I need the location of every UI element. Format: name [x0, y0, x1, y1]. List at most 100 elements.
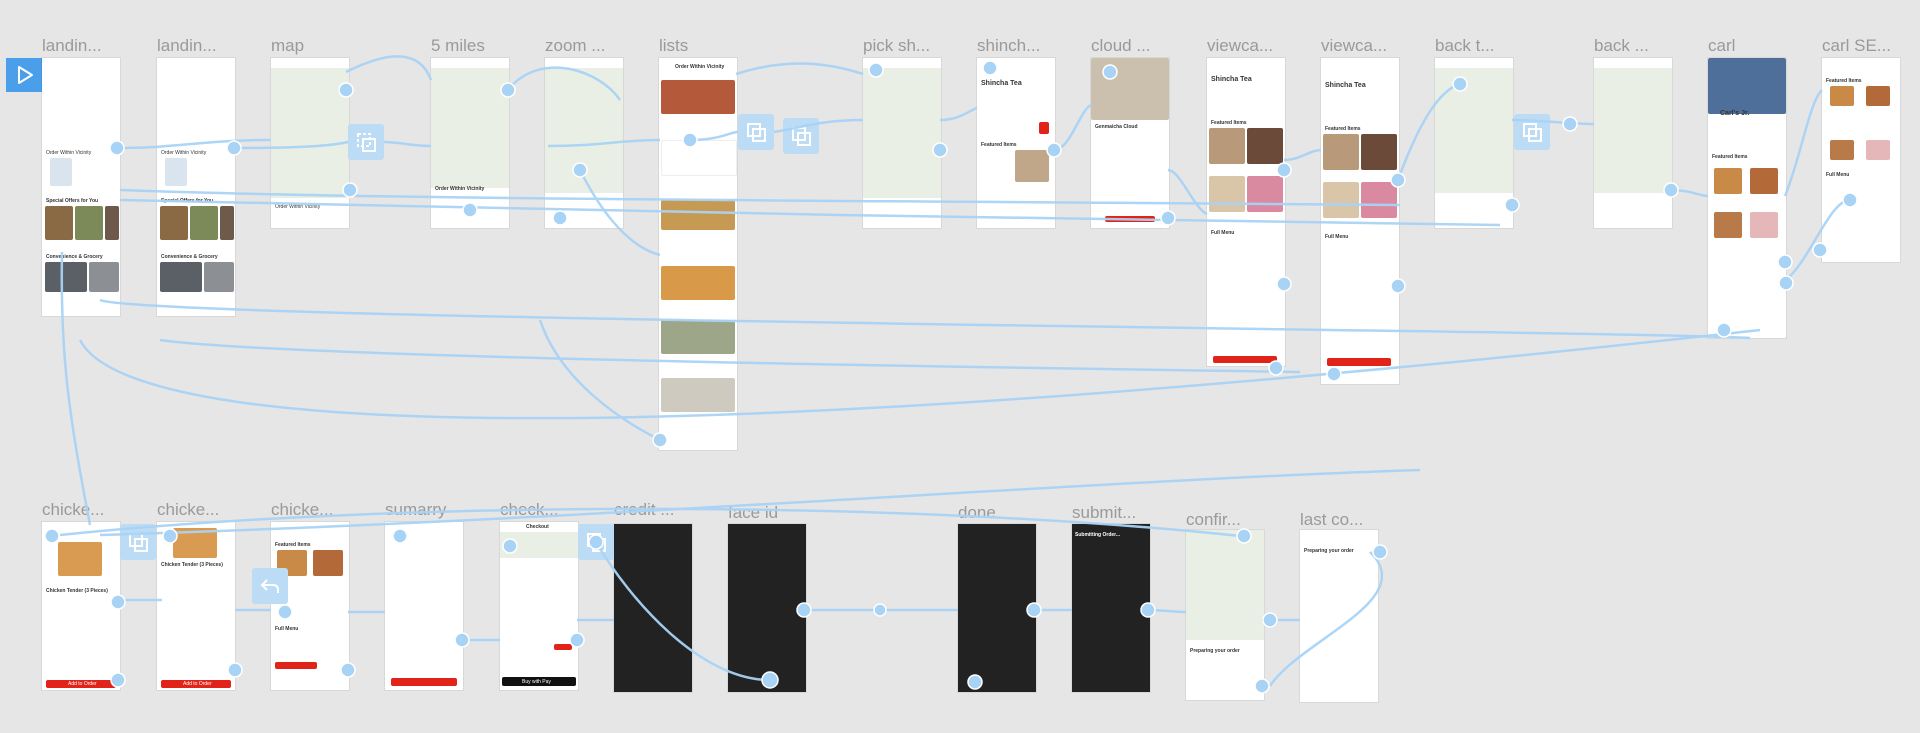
play-prototype-button[interactable]: [6, 58, 44, 92]
frame-title-pick-shincha[interactable]: pick sh...: [863, 36, 931, 55]
mini-food-photo: [173, 528, 217, 558]
frame-pick-shincha[interactable]: [863, 58, 941, 228]
frame-summary[interactable]: [385, 522, 463, 690]
copy-frame-node[interactable]: [120, 524, 156, 560]
mini-grocery-photo: [45, 262, 87, 292]
mini-preparing: Preparing your order: [1190, 648, 1240, 654]
frame-title-viewcart-2[interactable]: viewca...: [1321, 36, 1388, 55]
frame-lists[interactable]: Order Within Vicinity: [659, 58, 737, 450]
frame-title-chicken-1[interactable]: chicke...: [42, 500, 105, 519]
mini-featured: Featured Items: [275, 542, 311, 548]
frame-chicken-2[interactable]: Chicken Tender (3 Pieces) Add to Order: [157, 522, 235, 690]
mini-grocery-photo: [89, 262, 119, 292]
frame-carl-search[interactable]: Featured Items Full Menu: [1822, 58, 1900, 262]
frame-confirm[interactable]: Preparing your order: [1186, 530, 1264, 700]
mini-store-title: Carl's Jr.: [1720, 110, 1750, 117]
mini-food-photo: [58, 542, 102, 576]
mini-food-photo: [313, 550, 343, 576]
frame-title-chicken-3[interactable]: chicke...: [271, 500, 334, 519]
mini-food-photo: [1866, 86, 1890, 106]
frame-landing-2[interactable]: Order Within Vicinity Special Offers for…: [157, 58, 235, 316]
frame-title-chicken-2[interactable]: chicke...: [157, 500, 220, 519]
frame-carl[interactable]: Carl's Jr. Featured Items: [1708, 58, 1786, 338]
mini-map-area: [271, 68, 349, 198]
back-node[interactable]: [252, 568, 288, 604]
mini-featured: Featured Items: [1826, 78, 1862, 84]
frame-back-to-1[interactable]: [1435, 58, 1513, 228]
frame-title-landing-1[interactable]: landin...: [42, 36, 102, 55]
frame-title-submit[interactable]: submit...: [1072, 503, 1137, 522]
frame-zoom[interactable]: [545, 58, 623, 228]
frame-title-carl[interactable]: carl: [1708, 36, 1736, 55]
frame-viewcart-1[interactable]: Shincha Tea Featured Items Full Menu: [1207, 58, 1285, 366]
frame-title-back-to-2[interactable]: back ...: [1594, 36, 1649, 55]
frame-title-shincha[interactable]: shinch...: [977, 36, 1041, 55]
mini-buy-label: Buy with Pay: [522, 679, 551, 685]
frame-last-confirm[interactable]: Preparing your order: [1300, 530, 1378, 702]
frame-shincha[interactable]: Shincha Tea Featured Items: [977, 58, 1055, 228]
frame-landing-1[interactable]: Order Within Vicinity Special Offers for…: [42, 58, 120, 316]
mini-full-menu: Full Menu: [1211, 230, 1235, 236]
frame-title-5-miles[interactable]: 5 miles: [431, 36, 485, 55]
frame-title-back-to-1[interactable]: back t...: [1435, 36, 1495, 55]
frame-title-cloud[interactable]: cloud ...: [1091, 36, 1151, 55]
frame-title-credit[interactable]: credit ...: [614, 500, 675, 519]
frame-cloud[interactable]: Genmaicha Cloud: [1091, 58, 1169, 228]
mini-drink-photo: [1015, 150, 1049, 182]
mini-add-button: [46, 680, 116, 688]
mini-store-title: Shincha Tea: [981, 80, 1022, 87]
copy-frame-node[interactable]: [1514, 114, 1550, 150]
mini-food-photo: [160, 206, 188, 240]
frame-chicken-1[interactable]: Chicken Tender (3 Pieces) Add to Order: [42, 522, 120, 690]
frame-title-summary[interactable]: sumarry: [385, 500, 447, 519]
frame-map[interactable]: Order Within Vicinity: [271, 58, 349, 228]
copy-frame-node[interactable]: [783, 118, 819, 154]
mini-map-area: [1594, 68, 1672, 193]
mini-featured: Featured Items: [1712, 154, 1748, 160]
frame-title-landing-2[interactable]: landin...: [157, 36, 217, 55]
mini-list-photo: [661, 200, 735, 230]
frame-title-zoom[interactable]: zoom ...: [545, 36, 606, 55]
play-icon: [18, 66, 33, 84]
mini-hero-photo: [1708, 58, 1786, 114]
mini-drink-photo: [1091, 58, 1169, 120]
frame-title-confirm[interactable]: confir...: [1186, 510, 1241, 529]
frame-5-miles[interactable]: Order Within Vicinity: [431, 58, 509, 228]
mini-special-offers: Special Offers for You: [46, 198, 99, 204]
mini-cart-button: [275, 662, 317, 669]
frame-title-carl-search[interactable]: carl SE...: [1822, 36, 1891, 55]
frame-done[interactable]: [958, 524, 1036, 692]
mini-food-photo: [190, 206, 218, 240]
mini-item-title: Chicken Tender (3 Pieces): [161, 562, 223, 568]
frame-title-last-confirm[interactable]: last co...: [1300, 510, 1364, 529]
mini-drink-photo: [1247, 128, 1283, 164]
mini-food-photo: [1866, 140, 1890, 160]
frame-submit[interactable]: Submitting Order...: [1072, 524, 1150, 692]
frame-credit[interactable]: [614, 524, 692, 692]
frame-title-lists[interactable]: lists: [659, 36, 689, 55]
frame-back-to-2[interactable]: [1594, 58, 1672, 228]
frame-title-face-id[interactable]: face id: [728, 503, 779, 522]
mini-order-within: Order Within Vicinity: [275, 204, 321, 210]
frame-title-viewcart-1[interactable]: viewca...: [1207, 36, 1274, 55]
frame-title-done[interactable]: done: [958, 503, 996, 522]
copy-icon: [747, 123, 766, 142]
mini-food-photo: [1714, 212, 1742, 238]
frame-chicken-3[interactable]: Featured Items Full Menu: [271, 522, 349, 690]
frame-checkout[interactable]: Checkout Buy with Pay: [500, 522, 578, 690]
copy-icon: [587, 533, 606, 552]
mini-map-area: [1435, 68, 1513, 193]
frame-title-map[interactable]: map: [271, 36, 305, 55]
frame-title-checkout[interactable]: check...: [500, 500, 559, 519]
frame-face-id[interactable]: [728, 524, 806, 692]
copy-icon: [792, 127, 811, 146]
copy-frame-node[interactable]: [738, 114, 774, 150]
copy-frame-node[interactable]: [348, 124, 384, 160]
mini-add-button: [1105, 216, 1155, 222]
mini-map-area: [1186, 530, 1264, 640]
copy-icon: [1523, 123, 1542, 142]
mini-food-photo: [105, 206, 119, 240]
frame-viewcart-2[interactable]: Shincha Tea Featured Items Full Menu: [1321, 58, 1399, 384]
copy-frame-node[interactable]: [578, 524, 614, 560]
mini-food-photo: [1750, 168, 1778, 194]
